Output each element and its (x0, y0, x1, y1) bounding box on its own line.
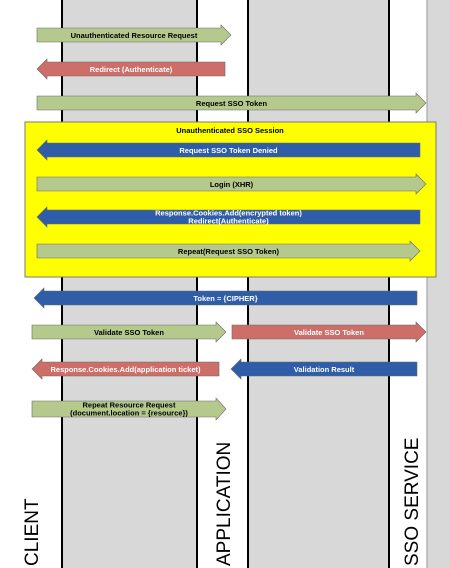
message-2: Redirect (Authenticate) (36, 58, 226, 80)
message-label: Login (XHR) (210, 180, 254, 189)
message-arrow (33, 287, 418, 309)
message-8: Token = {CIPHER} (33, 287, 418, 309)
lane-client (0, 0, 62, 568)
message-arrow (31, 358, 220, 380)
message-3: Request SSO Token (36, 92, 427, 114)
message-7: Repeat(Request SSO Token) (36, 240, 421, 262)
message-label: Validate SSO Token (94, 328, 164, 337)
message-label: Response.Cookies.Add(application ticket) (50, 365, 201, 374)
message-9: Validate SSO Token (31, 321, 227, 343)
message-label: Unauthenticated Resource Request (71, 31, 198, 40)
message-arrow (31, 321, 227, 343)
message-arrow (230, 358, 418, 380)
message-6: Response.Cookies.Add(encrypted token)Red… (36, 206, 421, 228)
message-label: Repeat Resource Request (83, 401, 176, 410)
message-arrow (36, 92, 427, 114)
lane-label-sso-service: SSO SERVICE (402, 438, 423, 566)
message-label: Request SSO Token Denied (179, 146, 278, 155)
message-label-line2: (document.location = {resource}) (70, 409, 188, 418)
message-label: Repeat(Request SSO Token) (178, 247, 280, 256)
message-label: Redirect (Authenticate) (90, 65, 173, 74)
message-arrow (36, 139, 421, 161)
message-arrow (31, 397, 227, 421)
lane-sso-service (389, 0, 427, 568)
message-label: Token = {CIPHER} (193, 294, 257, 303)
message-12: Validation Result (230, 358, 418, 380)
message-arrow (36, 58, 226, 80)
message-5: Login (XHR) (36, 173, 427, 195)
lane-application (197, 0, 248, 568)
message-4: Request SSO Token Denied (36, 139, 421, 161)
message-1: Unauthenticated Resource Request (36, 24, 232, 46)
lane-label-client: CLIENT (22, 498, 43, 566)
message-label: Validate SSO Token (294, 328, 364, 337)
session-box-title: Unauthenticated SSO Session (176, 126, 284, 135)
message-arrow (36, 240, 421, 262)
message-10: Validate SSO Token (231, 321, 427, 343)
message-arrow (231, 321, 427, 343)
message-label: Validation Result (294, 365, 355, 374)
message-arrow (36, 24, 232, 46)
message-11: Response.Cookies.Add(application ticket) (31, 358, 220, 380)
message-label: Response.Cookies.Add(encrypted token) (155, 209, 302, 218)
message-label: Request SSO Token (196, 99, 268, 108)
message-arrow (36, 173, 427, 195)
message-arrow (36, 206, 421, 228)
message-label-line2: Redirect(Authenticate) (188, 217, 269, 226)
lane-label-application: APPLICATION (214, 442, 235, 566)
message-13: Repeat Resource Request(document.locatio… (31, 397, 227, 421)
